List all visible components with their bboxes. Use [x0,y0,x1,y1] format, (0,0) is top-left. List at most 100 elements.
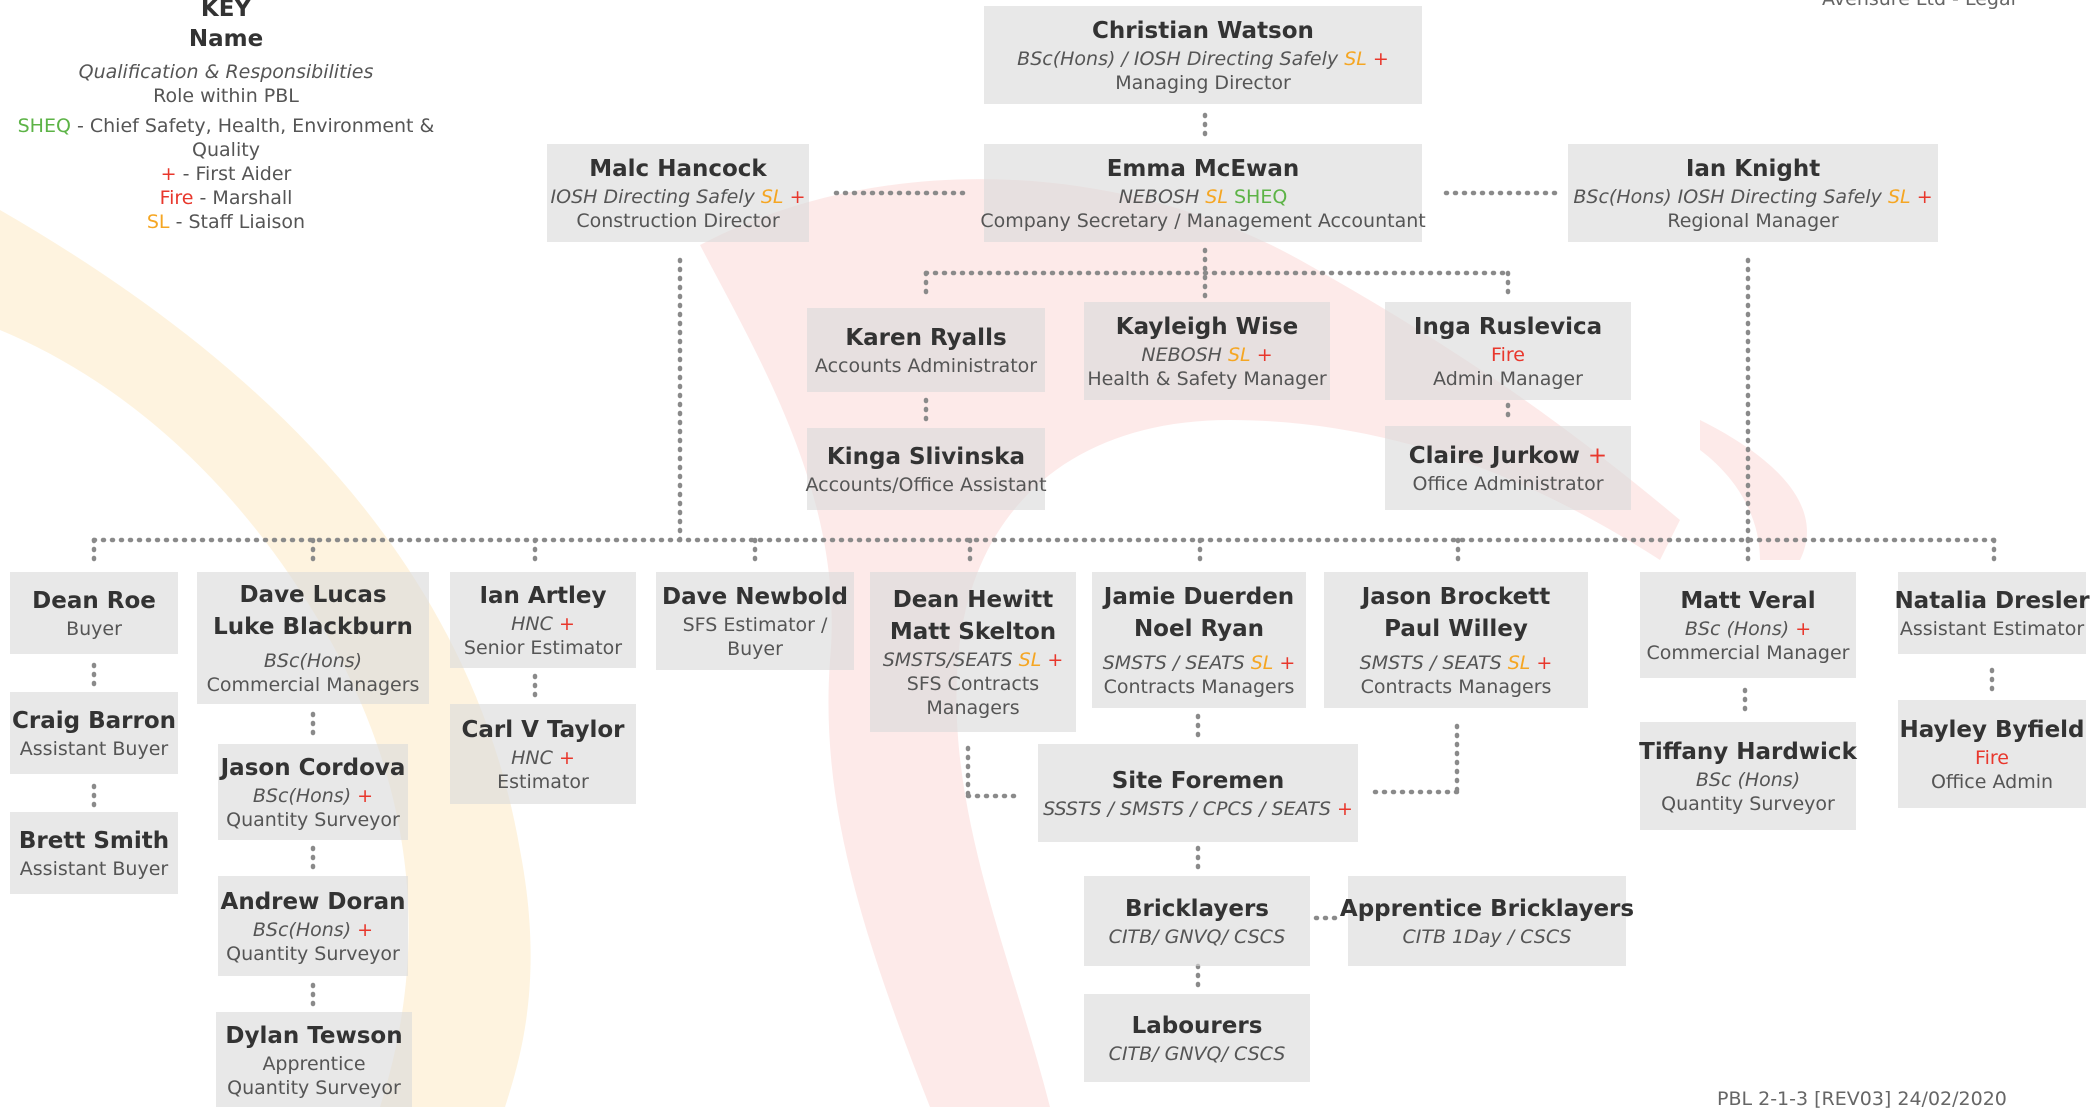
person-role: Apprentice [262,1052,366,1075]
node-natalia-dresler: Natalia Dresler Assistant Estimator [1894,572,2090,654]
legend-first-aider: + - First Aider [0,162,452,186]
staff-liaison-mark: SL [1887,186,1911,208]
legend-sheq: SHEQ - Chief Safety, Health, Environment… [0,114,452,162]
person-name: Dave Newbold [662,584,848,610]
person-name: Matt Skelton [889,619,1057,645]
first-aider-mark: + [558,747,575,769]
person-role: Office Administrator [1412,473,1604,495]
legend-fire-code: Fire [159,187,194,209]
staff-liaison-mark: SL [760,186,784,208]
staff-liaison-mark: SL [1507,652,1531,674]
legend-sl-desc: - Staff Liaison [169,211,306,233]
person-name: Dylan Tewson [225,1022,403,1049]
first-aider-mark: + [789,186,806,208]
node-christian-watson: Christian Watson BSc(Hons) / IOSH Direct… [984,6,1422,104]
group-qualification: CITB/ GNVQ/ CSCS [1108,926,1286,948]
first-aider-mark: + [1337,798,1353,820]
person-name: Matt Veral [1680,588,1816,614]
first-aider-mark: + [357,785,374,807]
person-name: Dave Lucas [239,582,387,608]
first-aider-mark: + [558,613,575,635]
person-role: Admin Manager [1433,368,1583,390]
person-role: Accounts/Office Assistant [805,474,1047,496]
node-dean-roe: Dean Roe Buyer [10,572,178,654]
legend-fa-code: + [160,163,177,185]
legend-title: KEY [200,0,252,22]
person-name: Ian Artley [479,583,607,609]
legend-qualification: Qualification & Responsibilities [78,61,374,83]
node-commercial-managers: Dave Lucas Luke Blackburn BSc(Hons) Comm… [197,572,429,704]
person-role: Quantity Surveyor [226,943,400,965]
person-name: Tiffany Hardwick [1639,739,1857,765]
person-qualification: SMSTS / SEATS SL + [1359,652,1553,674]
node-carl-v-taylor: Carl V Taylor HNC + Estimator [450,704,636,804]
person-name: Natalia Dresler [1894,588,2090,614]
group-qualification: SSSTS / SMSTS / CPCS / SEATS + [1043,798,1353,820]
person-qualification: IOSH Directing Safely SL + [550,186,806,208]
person-name: Emma McEwan [1106,156,1300,182]
staff-liaison-mark: SL [1250,652,1274,674]
person-qualification: BSc (Hons) [1695,769,1801,791]
node-dave-newbold: Dave Newbold SFS Estimator / Buyer [656,572,854,670]
person-qualification: BSc(Hons) IOSH Directing Safely SL + [1573,186,1933,208]
person-role: Commercial Managers [206,674,420,696]
person-qualification: BSc(Hons) / IOSH Directing Safely SL + [1017,48,1389,70]
person-name: Kayleigh Wise [1115,314,1299,340]
person-qualification: HNC + [511,613,575,635]
legend-role: Role within PBL [153,85,299,107]
legend-fa-desc: - First Aider [176,163,292,185]
person-qualification: BSc(Hons) [263,650,363,672]
first-aider-mark: + [1047,649,1064,671]
first-aider-mark: + [1256,344,1273,366]
person-qualification: BSc(Hons) + [252,919,374,941]
person-name: Luke Blackburn [213,614,413,640]
node-kayleigh-wise: Kayleigh Wise NEBOSH SL + Health & Safet… [1084,302,1330,400]
first-aider-mark: + [1536,652,1553,674]
first-aider-mark: + [1795,618,1812,640]
person-role: Accounts Administrator [814,355,1038,377]
legend-key: KEY Name Qualification & Responsibilitie… [0,0,452,234]
person-name: Craig Barron [12,708,177,734]
group-name: Bricklayers [1124,896,1269,922]
fire-marshall-mark: Fire [1491,344,1525,366]
person-role: Assistant Buyer [19,858,169,880]
person-name: Andrew Doran [220,889,406,915]
header-right-text: Avensure Ltd - Legal [1822,0,2016,10]
person-role: Quantity Surveyor [226,809,400,831]
person-role: Buyer [66,618,122,640]
node-apprentice-bricklayers: Apprentice Bricklayers CITB 1Day / CSCS [1340,876,1634,966]
node-emma-mcewan: Emma McEwan NEBOSH SL SHEQ Company Secre… [980,144,1426,242]
group-name: Apprentice Bricklayers [1339,896,1635,922]
staff-liaison-mark: SL [1227,344,1251,366]
node-ian-artley: Ian Artley HNC + Senior Estimator [450,572,636,668]
node-contracts-managers-brockett-willey: Jason Brockett Paul Willey SMSTS / SEATS… [1324,572,1588,708]
person-name: Jason Cordova [220,755,406,781]
legend-name: Name [188,26,264,52]
node-andrew-doran: Andrew Doran BSc(Hons) + Quantity Survey… [218,876,408,976]
person-qualification: BSc (Hons) + [1684,618,1812,640]
person-name: Ian Knight [1685,156,1821,182]
person-role: Buyer [727,638,783,660]
node-inga-ruslevica: Inga Ruslevica Fire Admin Manager [1385,302,1631,400]
person-name: Karen Ryalls [845,325,1007,351]
node-kinga-slivinska: Kinga Slivinska Accounts/Office Assistan… [805,428,1047,510]
person-qualification: BSc(Hons) + [252,785,374,807]
legend-fire: Fire - Marshall [0,186,452,210]
legend-sheq-desc: - Chief Safety, Health, Environment & Qu… [70,115,435,161]
person-role: Contracts Managers [1360,676,1552,698]
first-aider-mark: + [1916,186,1933,208]
node-matt-veral: Matt Veral BSc (Hons) + Commercial Manag… [1640,572,1856,678]
group-name: Site Foremen [1111,768,1285,794]
person-role: Construction Director [576,210,780,232]
person-name: Jason Brockett [1361,584,1551,610]
sheq-mark: SHEQ [1234,186,1288,208]
person-role: Contracts Managers [1103,676,1295,698]
person-role: Assistant Buyer [19,738,169,760]
person-name: Dean Hewitt [892,587,1054,613]
legend-sheq-code: SHEQ [17,115,71,137]
person-role: Assistant Estimator [1899,618,2085,640]
person-name: Inga Ruslevica [1413,314,1603,340]
person-role: Office Admin [1930,771,2054,793]
person-role: Health & Safety Manager [1087,368,1327,390]
